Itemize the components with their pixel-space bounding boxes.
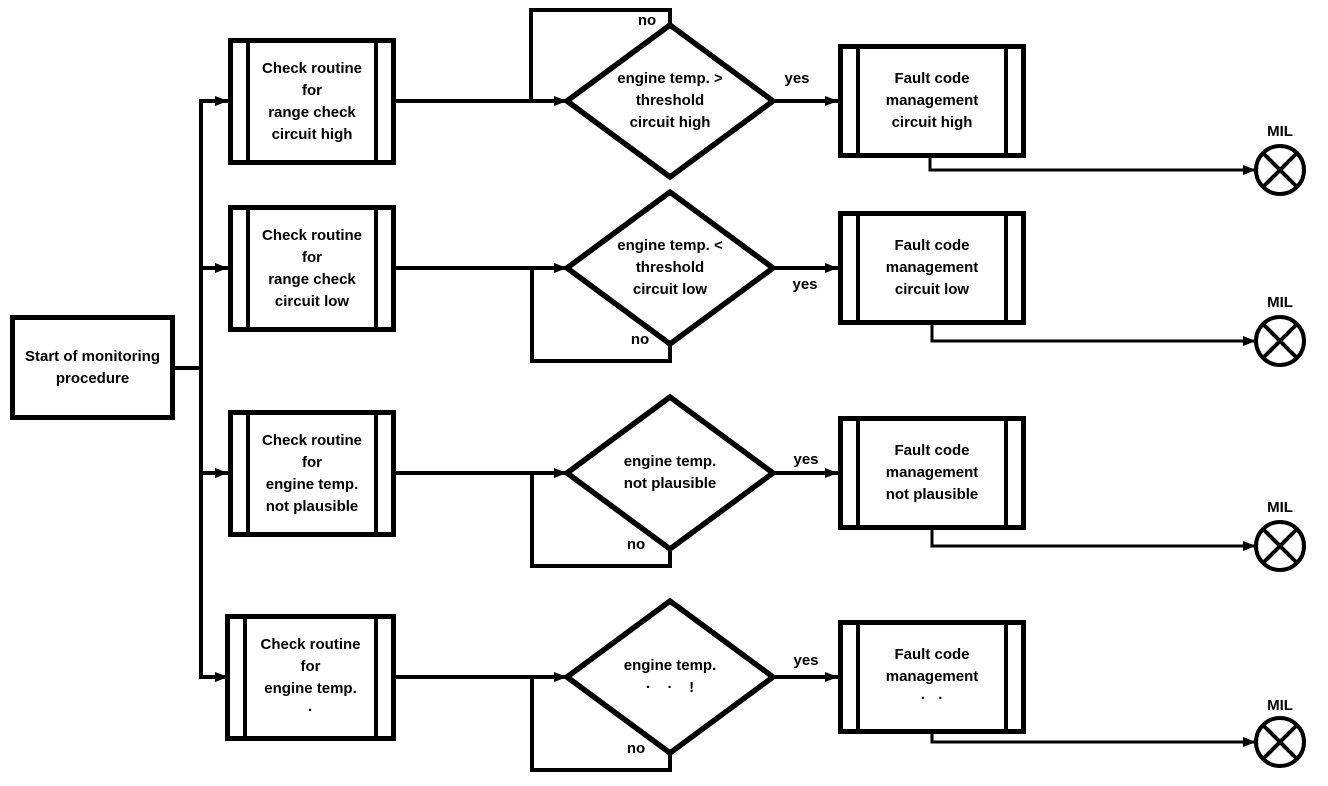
no-label-row3: no: [626, 536, 646, 553]
predefined-process-bar: [856, 625, 860, 729]
mil-label-row4: MIL: [1267, 697, 1293, 714]
fault-code-box-row4: Fault code management · ·: [838, 620, 1026, 734]
predefined-process-bar: [246, 43, 250, 160]
check-routine-label: Check routine for range check circuit lo…: [261, 226, 363, 310]
check-routine-box-row2: Check routine for range check circuit lo…: [228, 205, 396, 332]
mil-lamp-x-icon: [1261, 723, 1299, 761]
predefined-process-bar: [374, 619, 378, 736]
mil-connector-row1: [928, 158, 1256, 175]
predefined-process-bar: [856, 216, 860, 320]
no-label-row2: no: [630, 331, 650, 348]
no-loop-row2: [530, 268, 672, 363]
decision-diamond-row2: [562, 188, 778, 348]
decision-label-row2: engine temp. < threshold circuit low: [617, 237, 723, 298]
decision-label-row4: engine temp. · · !: [623, 657, 717, 696]
check-routine-box-row1: Check routine for range check circuit hi…: [228, 38, 396, 165]
start-box: Start of monitoring procedure: [10, 315, 175, 420]
mil-label-row1: MIL: [1267, 123, 1293, 140]
start-box-label: Start of monitoring procedure: [25, 347, 160, 387]
yes-label-row3: yes: [793, 451, 819, 468]
predefined-process-bar: [856, 49, 860, 153]
no-loop-row3: [530, 473, 672, 568]
predefined-process-bar: [856, 421, 860, 525]
fault-code-box-row1: Fault code management circuit high: [838, 44, 1026, 158]
mil-connector-row4: [930, 734, 1256, 747]
mil-lamp-x-icon: [1261, 151, 1299, 189]
mil-connector-row3: [930, 530, 1256, 551]
predefined-process-bar: [243, 619, 247, 736]
mil-label-row3: MIL: [1267, 499, 1293, 516]
decision-label-row1: engine temp. > threshold circuit high: [617, 70, 723, 131]
fault-code-label: Fault code management circuit low: [885, 237, 979, 298]
check-routine-label: Check routine for range check circuit hi…: [261, 59, 363, 143]
no-label-row1: no: [637, 12, 657, 29]
check-routine-box-row4: Check routine for engine temp. ·: [225, 614, 396, 741]
mil-lamp-x-icon: [1261, 322, 1299, 360]
fault-code-box-row2: Fault code management circuit low: [838, 211, 1026, 325]
no-label-row4: no: [626, 740, 646, 757]
predefined-process-bar: [1004, 216, 1008, 320]
fault-code-label: Fault code management not plausible: [885, 442, 979, 503]
predefined-process-bar: [1004, 625, 1008, 729]
mil-lamp-x-icon: [1261, 527, 1299, 565]
check-routine-label: Check routine for engine temp. not plaus…: [261, 431, 363, 515]
no-loop-row4: [530, 677, 672, 772]
mil-connector-row2: [930, 325, 1256, 346]
predefined-process-bar: [374, 415, 378, 532]
yes-label-row2: yes: [792, 276, 818, 293]
predefined-process-bar: [246, 210, 250, 327]
decision-diamond-row1: [562, 21, 778, 181]
mil-label-row2: MIL: [1267, 294, 1293, 311]
check-routine-box-row3: Check routine for engine temp. not plaus…: [228, 410, 396, 537]
predefined-process-bar: [1004, 49, 1008, 153]
fault-code-label: Fault code management · ·: [885, 646, 979, 707]
predefined-process-bar: [374, 210, 378, 327]
predefined-process-bar: [374, 43, 378, 160]
predefined-process-bar: [246, 415, 250, 532]
predefined-process-bar: [1004, 421, 1008, 525]
decision-label-row3: engine temp. not plausible: [623, 453, 717, 492]
no-loop-row1: [529, 8, 672, 101]
decision-diamond-row4: [562, 597, 778, 757]
check-routine-label: Check routine for engine temp. ·: [260, 635, 361, 719]
yes-label-row1: yes: [784, 70, 810, 87]
fault-code-label: Fault code management circuit high: [885, 70, 979, 131]
yes-label-row4: yes: [793, 652, 819, 669]
fault-code-box-row3: Fault code management not plausible: [838, 416, 1026, 530]
decision-diamond-row3: [562, 393, 778, 553]
